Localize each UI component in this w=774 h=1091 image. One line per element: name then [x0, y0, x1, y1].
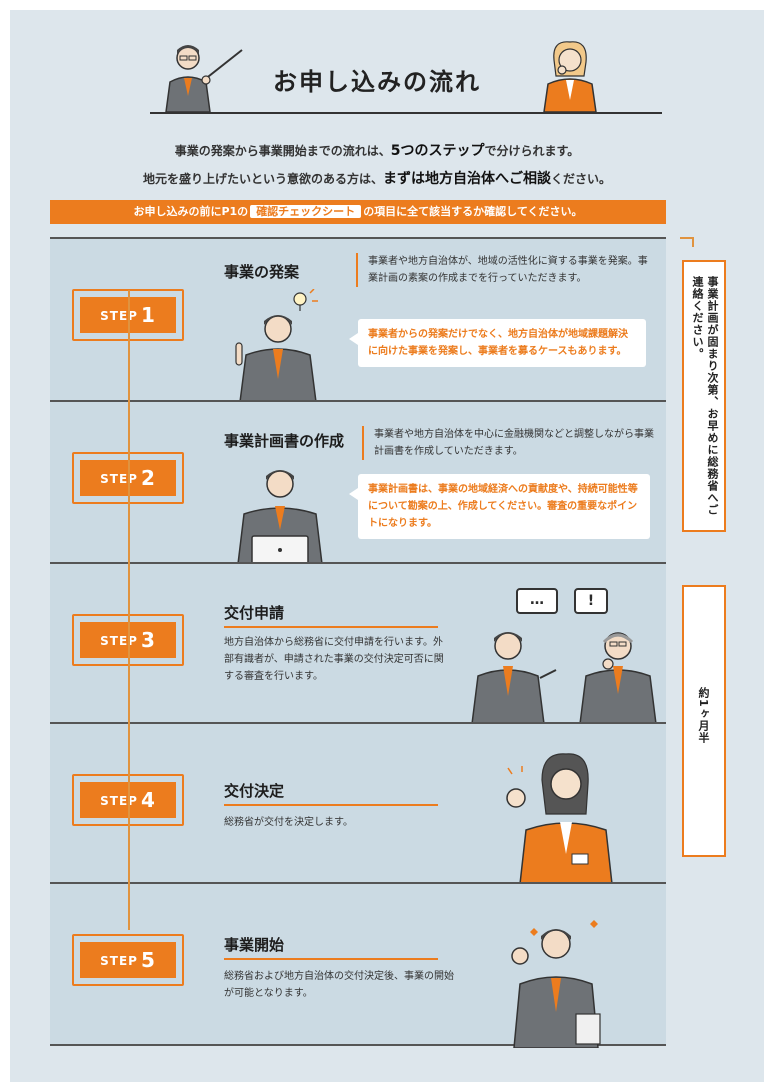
step-4-description: 総務省が交付を決定します。 — [224, 817, 353, 828]
intro-line-1: 事業の発案から事業開始までの流れは、5つのステップで分けられます。 — [174, 143, 580, 159]
step-3-title: 交付申請 — [224, 604, 285, 622]
step-4-title: 交付決定 — [224, 782, 285, 800]
businessman-fist-pump-illustration — [511, 920, 601, 1048]
businessman-laptop-illustration — [237, 470, 323, 564]
step-4-underline — [224, 804, 438, 806]
intro-line-2: 地元を盛り上げたいという意欲のある方は、まずは地方自治体へご相談ください。 — [142, 171, 612, 187]
step-5-title: 事業開始 — [224, 936, 285, 954]
side-note-contact-text: 事業計画が固まり次第、お早めに総務省へご連絡ください。 — [691, 276, 719, 516]
step-2-title: 事業計画書の作成 — [224, 432, 345, 450]
step-2-description: 事業者や地方自治体を中心に金融機関などと調整しながら事業計画書を作成していただき… — [362, 426, 654, 460]
woman-ok-sign-illustration — [506, 753, 613, 884]
side-note-duration-text: 約1ヶ月半 — [697, 687, 710, 744]
side-bracket-top — [680, 237, 694, 247]
step-5-underline — [224, 958, 438, 960]
step-1-description: 事業者や地方自治体が、地域の活性化に資する事業を発案。事業計画の素案の作成までを… — [356, 253, 652, 287]
step-3-description: 地方自治体から総務省に交付申請を行います。外部有識者が、申請された事業の交付決定… — [224, 637, 444, 682]
step-connector-line — [128, 290, 130, 930]
senior-man-illustration — [579, 632, 657, 724]
step-2-callout: 事業計画書は、事業の地域経済への貢献度や、持続可能性等について勘案の上、作成して… — [349, 474, 650, 539]
side-note-contact: 事業計画が固まり次第、お早めに総務省へご連絡ください。 — [682, 260, 726, 532]
exclamation-bubble: ! — [574, 588, 608, 614]
notice-banner: お申し込みの前にP1の確認チェックシートの項目に全て該当するか確認してください。 — [50, 200, 666, 224]
title-underline — [150, 112, 662, 114]
step-1-title: 事業の発案 — [224, 263, 300, 281]
businessman-talking-illustration — [471, 632, 557, 724]
step-3-underline — [224, 626, 438, 628]
woman-illustration — [543, 41, 597, 112]
side-note-duration: 約1ヶ月半 — [682, 585, 726, 857]
presenter-illustration — [165, 45, 243, 112]
step-1-callout: 事業者からの発案だけでなく、地方自治体が地域課題解決に向けた事業を発案し、事業者… — [349, 319, 646, 367]
businessman-idea-illustration — [235, 289, 318, 402]
step-5-description: 総務省および地方自治体の交付決定後、事業の開始が可能となります。 — [224, 971, 454, 999]
page-title: お申し込みの流れ — [273, 68, 481, 96]
ellipsis-bubble: … — [516, 588, 558, 614]
checksheet-tag: 確認チェックシート — [250, 205, 362, 218]
